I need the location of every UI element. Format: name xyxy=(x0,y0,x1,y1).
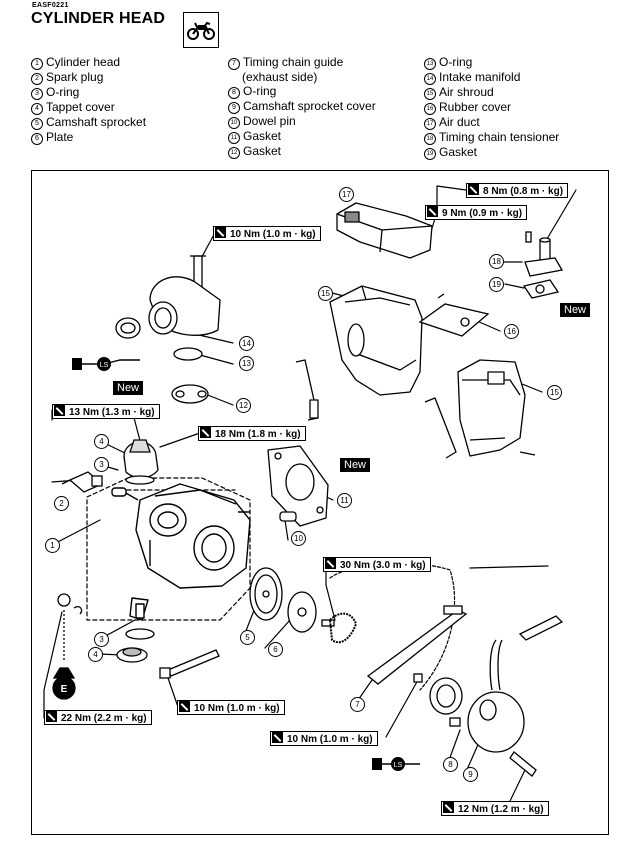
breather-pipe xyxy=(489,615,564,691)
drain-bolt xyxy=(52,593,83,700)
torque-wrench-icon xyxy=(54,405,65,416)
legend-item-continuation: (exhaust side) xyxy=(242,70,318,84)
tappet-cover-upper xyxy=(123,439,159,485)
callout-16: 16 xyxy=(504,324,519,339)
ls-mark: LS xyxy=(100,362,109,369)
ls-mark-lower: LS xyxy=(394,762,403,769)
lubricant-applicator-lower xyxy=(372,757,420,771)
torque-wrench-icon xyxy=(46,711,57,722)
callout-7: 7 xyxy=(350,697,365,712)
torque-wrench-icon xyxy=(427,206,438,217)
callout-15: 15 xyxy=(547,385,562,400)
callout-17: 17 xyxy=(339,187,354,202)
torque-label: 13 Nm (1.3 m · kg) xyxy=(52,404,160,419)
callout-4: 4 xyxy=(88,647,103,662)
torque-wrench-icon xyxy=(179,701,190,712)
new-part-badge: New xyxy=(560,303,591,317)
callout-3: 3 xyxy=(94,632,109,647)
callout-14: 14 xyxy=(239,336,254,351)
engine-oil-mark: E xyxy=(61,684,68,695)
air-duct xyxy=(336,202,433,259)
timing-chain-guide xyxy=(366,605,468,685)
callout-18: 18 xyxy=(489,254,504,269)
plate xyxy=(287,591,335,633)
torque-label: 10 Nm (1.0 m · kg) xyxy=(213,226,321,241)
torque-wrench-icon xyxy=(468,184,479,195)
callout-4: 4 xyxy=(94,434,109,449)
callout-10: 10 xyxy=(291,531,306,546)
timing-chain xyxy=(328,612,358,644)
torque-label: 22 Nm (2.2 m · kg) xyxy=(44,710,152,725)
tappet-cover-lower xyxy=(116,628,155,663)
cylinder-head xyxy=(111,483,251,621)
timing-chain-tensioner xyxy=(522,231,564,299)
callout-3: 3 xyxy=(94,457,109,472)
torque-wrench-icon xyxy=(215,227,226,238)
intake-manifold xyxy=(115,255,221,404)
torque-wrench-icon xyxy=(443,802,454,813)
exploded-view-frame xyxy=(31,170,609,835)
motorcycle-icon xyxy=(183,12,219,48)
cylinder-bolt xyxy=(159,649,220,679)
torque-wrench-icon xyxy=(272,732,283,743)
torque-label: 10 Nm (1.0 m · kg) xyxy=(270,731,378,746)
callout-6: 6 xyxy=(268,642,283,657)
callout-12: 12 xyxy=(236,398,251,413)
torque-wrench-icon xyxy=(200,427,211,438)
air-shroud-right xyxy=(424,359,536,459)
new-part-badge: New xyxy=(113,381,144,395)
camshaft-sprocket-cover xyxy=(413,673,537,777)
callout-5: 5 xyxy=(240,630,255,645)
camshaft-sprocket xyxy=(249,567,283,621)
lubricant-applicator xyxy=(72,357,140,371)
document-code: EASF0221 xyxy=(32,2,69,9)
rubber-cover xyxy=(418,293,490,337)
air-shroud-left xyxy=(295,285,423,421)
callout-9: 9 xyxy=(463,767,478,782)
torque-label: 30 Nm (3.0 m · kg) xyxy=(323,557,431,572)
page-title: CYLINDER HEAD xyxy=(31,10,166,27)
torque-label: 12 Nm (1.2 m · kg) xyxy=(441,801,549,816)
callout-2: 2 xyxy=(54,496,69,511)
torque-label: 8 Nm (0.8 m · kg) xyxy=(466,183,569,198)
torque-label: 10 Nm (1.0 m · kg) xyxy=(177,700,285,715)
callout-8: 8 xyxy=(443,757,458,772)
spark-plug xyxy=(61,471,104,493)
cylinder-head-gasket xyxy=(267,445,329,527)
callout-1: 1 xyxy=(45,538,60,553)
callout-15: 15 xyxy=(318,286,333,301)
callout-13: 13 xyxy=(239,356,254,371)
torque-label: 9 Nm (0.9 m · kg) xyxy=(425,205,528,220)
callout-11: 11 xyxy=(337,493,352,508)
callout-19: 19 xyxy=(489,277,504,292)
torque-label: 18 Nm (1.8 m · kg) xyxy=(198,426,306,441)
torque-wrench-icon xyxy=(325,558,336,569)
new-part-badge: New xyxy=(340,458,371,472)
